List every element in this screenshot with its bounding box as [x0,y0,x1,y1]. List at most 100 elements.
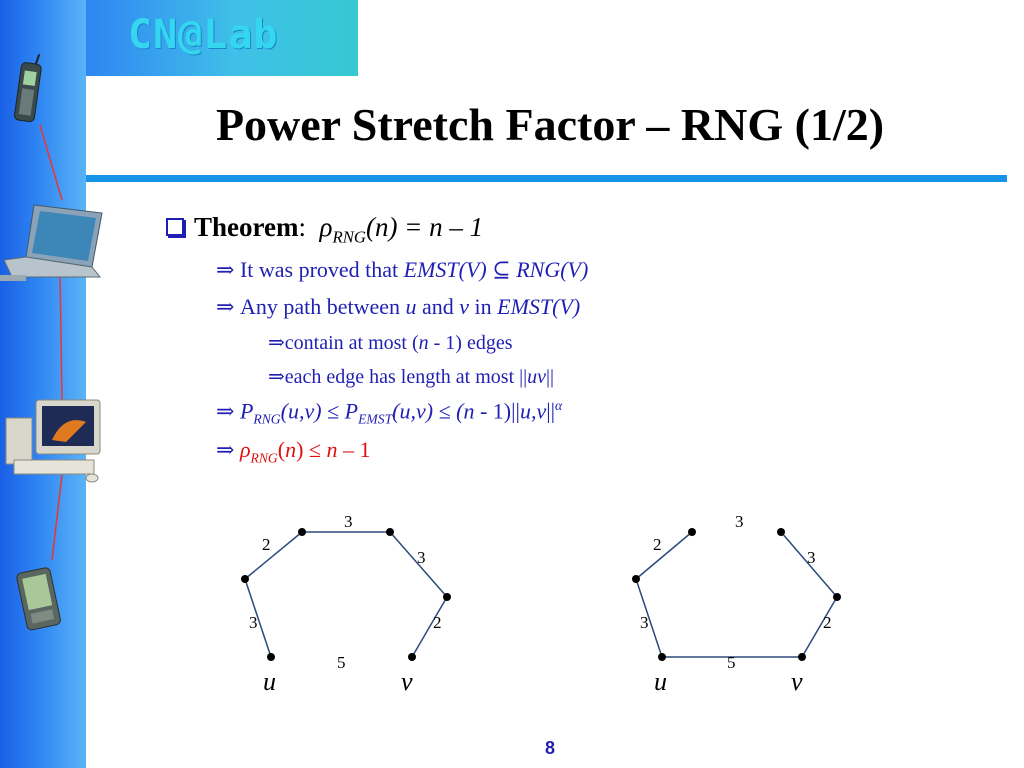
theorem-label: Theorem [194,212,299,242]
graph-emst-edges [635,531,838,658]
bullet-text: contain at most ( [284,332,419,354]
edge [411,596,448,658]
bullet-text: It was proved that [239,257,404,282]
math-sub-emst: EMST [358,411,393,427]
edge-label: 3 [344,512,353,531]
math-v2: (V) [552,294,581,319]
graph-rng-edge-labels: 2 3 3 3 2 5 [249,512,442,672]
math-n2: n [326,437,338,462]
bullet-text2: - 1) edges [428,332,513,354]
math-alpha: α [555,398,563,413]
node [386,528,394,536]
math-v2: (V) [560,257,589,282]
math-emst: EMST [497,294,553,319]
node [798,653,806,661]
math-rng: RNG [516,257,561,282]
node [298,528,306,536]
square-bullet-icon [166,217,184,236]
graph-emst: 2 3 3 3 2 5 u v [632,512,841,696]
edge-label: 3 [807,548,816,567]
math-u: u [405,294,417,319]
bullet-text-in: in [469,294,498,319]
math-uv: uv [527,366,547,388]
edge [780,531,838,598]
math-n1: n [285,437,297,462]
implies-arrow-icon: ⇒ [216,257,235,282]
edge [244,531,303,580]
node [241,575,249,583]
edge [801,596,838,658]
bullet-text: each edge has length at most || [284,366,528,388]
node [833,593,841,601]
math-rest3: – 1 [337,437,371,462]
node-label-u: u [654,667,667,696]
edge [635,531,693,580]
sub-bullet-length: ⇒each edge has length at most ||uv|| [268,364,554,389]
implies-arrow-icon: ⇒ [216,398,235,424]
edge [389,531,448,598]
math-mid2: (u,v) ≤ ( [392,398,464,424]
graph-emst-node-labels: u v [654,667,803,696]
graph-rng-nodes [241,528,451,661]
node [408,653,416,661]
bullet-text2: || [546,366,555,388]
math-mid3: - 1)|| [474,398,520,424]
graph-rng-edges [244,531,448,658]
sidebar-background [0,0,86,768]
connector-lines [39,124,63,561]
bullet-power-inequality: ⇒ PRNG(u,v) ≤ PEMST(u,v) ≤ (n - 1)||u,v|… [216,398,562,428]
edge-label: 2 [262,535,271,554]
implies-arrow-icon: ⇒ [268,366,285,388]
edge-label: 3 [249,613,258,632]
theorem-rho-sub: RNG [332,227,366,247]
math-n: n [463,398,475,424]
node-label-u: u [263,667,276,696]
math-v: v [459,294,470,319]
math-emst: EMST [403,257,459,282]
node [443,593,451,601]
math-uv: u,v [519,398,547,424]
edge-label: 2 [433,613,442,632]
bullet-emst-subset: ⇒ It was proved that EMST(V) ⊆ RNG(V) [216,257,588,283]
edge-label: 2 [823,613,832,632]
math-sub-rng: RNG [250,450,278,466]
implies-arrow-icon: ⇒ [268,332,285,354]
math-v: (V) [458,257,487,282]
math-p2: P [344,398,359,424]
edge-label: 2 [653,535,662,554]
desktop-computer-icon [5,399,101,483]
laptop-icon [0,204,103,281]
mobile-phone-icon [14,53,42,123]
edge-label: 5 [337,653,346,672]
math-mid1: (u,v) ≤ [280,398,345,424]
sidebar-devices [0,53,103,631]
graph-rng: 2 3 3 3 2 5 u v [241,512,451,696]
logo-text: CN@Lab [128,12,279,58]
edge [244,578,272,658]
bullet-path: ⇒ Any path between u and v in EMST(V) [216,294,580,320]
theorem-rho: ρ [319,212,333,242]
pda-icon [16,567,61,631]
edge-label: 3 [417,548,426,567]
math-end: || [546,398,556,424]
graph-emst-edge-labels: 2 3 3 3 2 5 [640,512,832,672]
graph-emst-nodes [632,528,841,661]
implies-arrow-icon: ⇒ [216,437,235,462]
logo-panel [86,0,358,76]
theorem-formula-rest: (n) = n – 1 [365,212,484,242]
math-sub-rng: RNG [253,411,281,427]
edge [635,578,663,658]
edge-label: 3 [735,512,744,531]
graph-rng-node-labels: u v [263,667,413,696]
node [658,653,666,661]
theorem-colon: : [298,212,306,242]
node [632,575,640,583]
subset-symbol: ⊆ [486,257,517,282]
math-n: n [418,332,429,354]
implies-arrow-icon: ⇒ [216,294,235,319]
node-label-v: v [401,667,413,696]
theorem-line: Theorem: ρRNG(n) = n – 1 [166,212,483,247]
node-label-v: v [791,667,803,696]
edge-label: 3 [640,613,649,632]
